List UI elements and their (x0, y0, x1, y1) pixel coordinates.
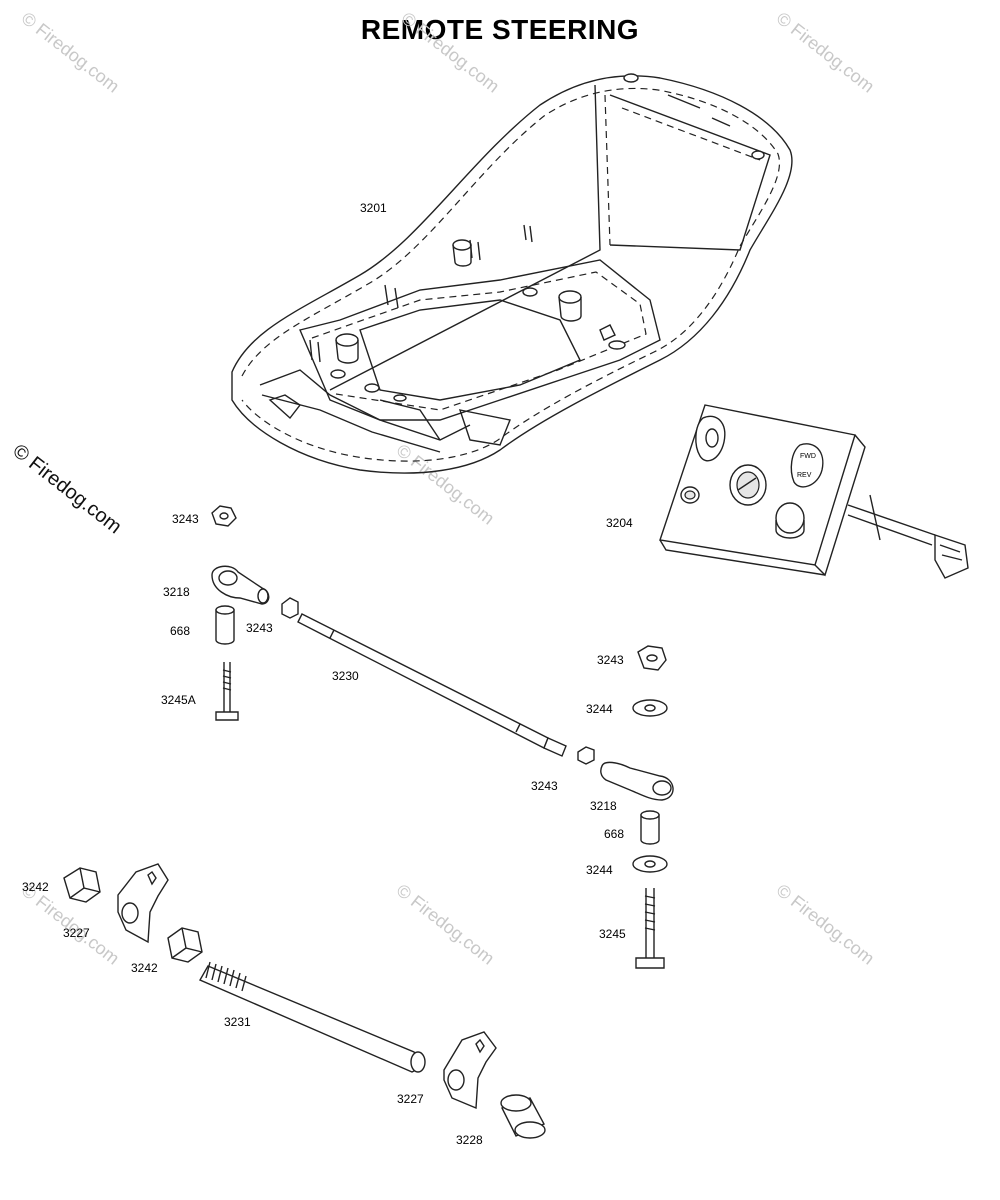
part-label-668: 668 (170, 624, 191, 638)
part-label-3230: 3230 (332, 669, 359, 683)
upper-linkage (211, 505, 674, 969)
part-label-3228: 3228 (456, 1133, 483, 1147)
part-label-3204: 3204 (606, 516, 633, 530)
part-label-3244: 3244 (586, 863, 613, 877)
part-label-3218: 3218 (590, 799, 617, 813)
part-label-3243: 3243 (597, 653, 624, 667)
part-label-3243: 3243 (172, 512, 199, 526)
part-label-3218: 3218 (163, 585, 190, 599)
part-label-3227: 3227 (63, 926, 90, 940)
part-label-3243: 3243 (246, 621, 273, 635)
part-label-3227: 3227 (397, 1092, 424, 1106)
part-label-3231: 3231 (224, 1015, 251, 1029)
part-label-3201: 3201 (360, 201, 387, 215)
part-label-3242: 3242 (131, 961, 158, 975)
part-label-3242: 3242 (22, 880, 49, 894)
part-label-3243: 3243 (531, 779, 558, 793)
part-label-3244: 3244 (586, 702, 613, 716)
diagram-title: REMOTE STEERING (360, 14, 640, 45)
rev-label: REV (797, 472, 812, 479)
part-label-3245a: 3245A (161, 693, 196, 707)
part-label-668: 668 (604, 827, 625, 841)
lower-linkage (63, 863, 546, 1139)
part-label-3245: 3245 (599, 927, 626, 941)
fwd-label: FWD (800, 453, 816, 460)
console-housing (231, 73, 793, 474)
control-panel-box: FWD REV (659, 404, 969, 579)
